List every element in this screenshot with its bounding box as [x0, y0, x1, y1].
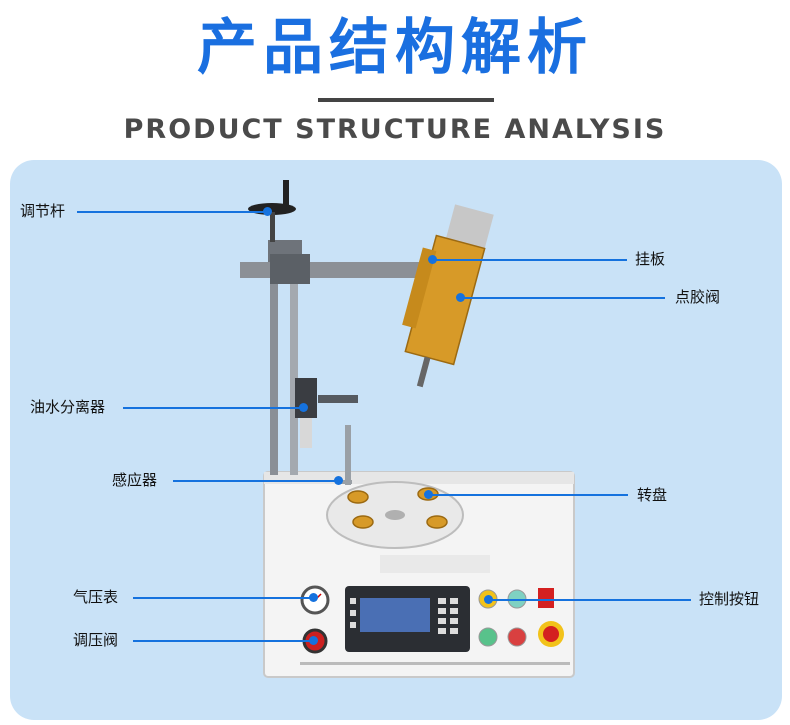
page-title: 产品结构解析 [197, 13, 593, 83]
callout-dot-sensor [334, 476, 343, 485]
callout-dot-hanging-plate [428, 255, 437, 264]
callout-dot-dispensing-valve [456, 293, 465, 302]
label-pressure-valve: 调压阀 [73, 631, 119, 649]
callout-dot-oil-water-separator [299, 403, 308, 412]
label-oil-water-separator: 油水分离器 [30, 398, 106, 416]
callout-line-adjust-lever [77, 211, 267, 213]
label-sensor: 感应器 [112, 471, 158, 489]
label-adjust-lever: 调节杆 [20, 202, 66, 220]
callout-line-hanging-plate [432, 259, 627, 261]
callout-line-sensor [173, 480, 338, 482]
callout-dot-pressure-valve [309, 636, 318, 645]
label-control-buttons: 控制按钮 [699, 590, 760, 608]
label-hanging-plate: 挂板 [635, 250, 666, 268]
callout-dot-pressure-gauge [309, 593, 318, 602]
label-turntable: 转盘 [637, 486, 668, 504]
callout-line-pressure-valve [133, 640, 313, 642]
label-pressure-gauge: 气压表 [73, 588, 119, 606]
callout-dot-control-buttons [484, 595, 493, 604]
title-underline [318, 98, 494, 102]
callout-line-turntable [428, 494, 628, 496]
callout-line-dispensing-valve [460, 297, 665, 299]
callout-dot-turntable [424, 490, 433, 499]
label-dispensing-valve: 点胶阀 [675, 288, 721, 306]
callout-line-pressure-gauge [133, 597, 313, 599]
callout-dot-adjust-lever [263, 207, 272, 216]
callout-line-oil-water-separator [123, 407, 303, 409]
callout-line-control-buttons [488, 599, 691, 601]
page-subtitle: PRODUCT STRUCTURE ANALYSIS [123, 114, 667, 145]
